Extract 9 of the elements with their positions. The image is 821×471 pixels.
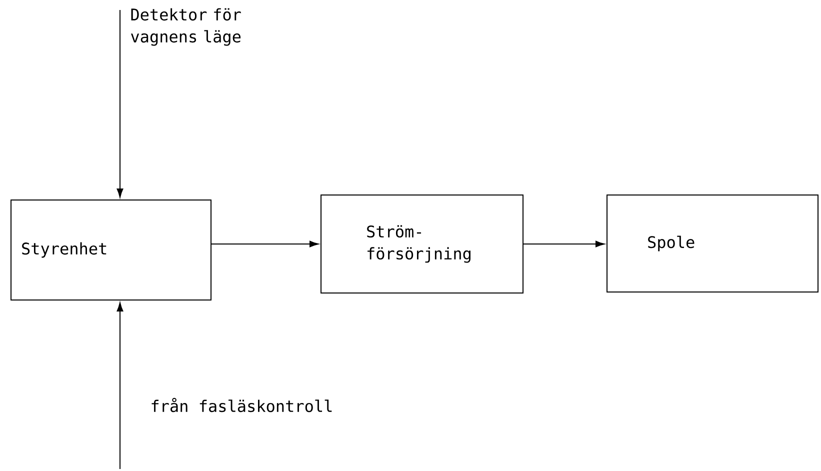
- arrow: [116, 10, 124, 198]
- process-box: Ström- försörjning: [320, 194, 524, 294]
- process-box: Styrenhet: [10, 200, 212, 300]
- arrow: [523, 240, 605, 248]
- input-label: Detektor för vagnens läge: [130, 8, 241, 46]
- arrow: [211, 240, 319, 248]
- process-box: Spole: [606, 194, 818, 292]
- arrow: [116, 302, 124, 470]
- input-label: från fasläskontroll: [152, 398, 332, 412]
